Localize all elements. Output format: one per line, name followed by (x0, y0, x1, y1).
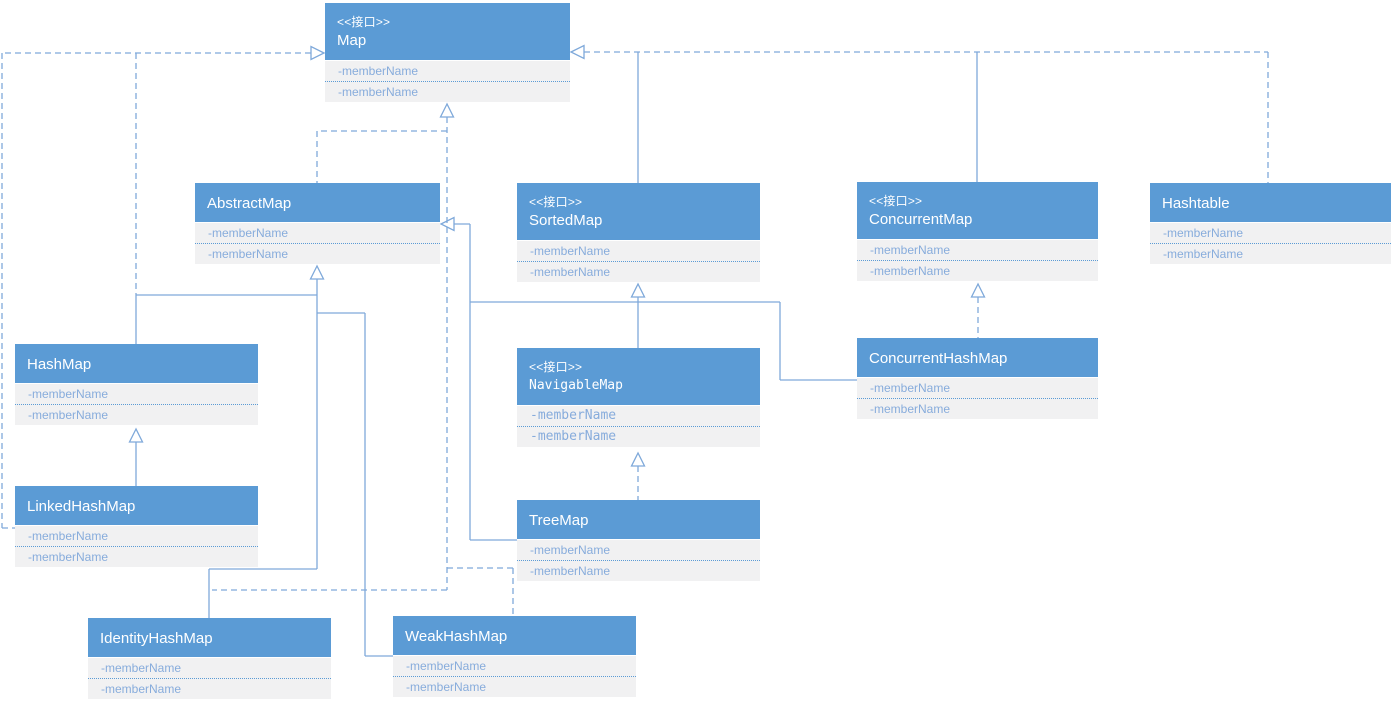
class-header: HashMap (15, 344, 258, 383)
member-row: -memberName (393, 656, 636, 677)
class-members: -memberName -memberName (15, 383, 258, 425)
member-row: -memberName (517, 406, 760, 427)
edge-hashmap-abstractmap (135, 294, 317, 344)
class-header: WeakHashMap (393, 616, 636, 655)
class-box-concurrentmap[interactable]: <<接口>> ConcurrentMap -memberName -member… (857, 182, 1098, 281)
class-members: -memberName -memberName (15, 525, 258, 567)
stereotype-label: <<接口>> (337, 14, 391, 29)
member-row: -memberName (338, 85, 419, 99)
class-box-identityhashmap[interactable]: IdentityHashMap -memberName -memberName (88, 618, 331, 699)
class-name: ConcurrentMap (869, 210, 973, 228)
class-members: -memberName -memberName (857, 377, 1098, 419)
class-header: IdentityHashMap (88, 618, 331, 657)
class-box-abstractmap[interactable]: AbstractMap -memberName -memberName (195, 183, 440, 264)
class-members: -memberName -memberName (88, 657, 331, 699)
class-header: <<接口>> SortedMap (517, 183, 760, 240)
member-row: -memberName (406, 680, 487, 694)
member-row: -memberName (530, 564, 611, 578)
member-row: -memberName (1163, 247, 1244, 261)
class-header: <<接口>> NavigableMap (517, 348, 760, 405)
edge-treemap-navigablemap (630, 451, 646, 500)
edge-linkedhashmap-hashmap (128, 427, 144, 486)
class-name: Map (337, 31, 367, 49)
class-name: IdentityHashMap (100, 629, 213, 647)
edge-linkedhashmap-map (1, 45, 326, 529)
member-row: -memberName (15, 526, 258, 547)
class-name: HashMap (27, 355, 92, 373)
edge-concurrenthashmap-concurrentmap (970, 282, 986, 338)
class-box-map[interactable]: <<接口>> Map -memberName -memberName (325, 3, 570, 102)
class-members: -memberName -memberName (393, 655, 636, 697)
class-name: LinkedHashMap (27, 497, 136, 515)
member-row: -memberName (28, 550, 109, 564)
class-box-hashtable[interactable]: Hashtable -memberName -memberName (1150, 183, 1391, 264)
class-members: -memberName -memberName (195, 222, 440, 264)
class-members: -memberName -memberName (517, 539, 760, 581)
member-row: -memberName (530, 265, 611, 279)
class-name: TreeMap (529, 511, 589, 529)
edge-identityhashmap-abstractmap (208, 568, 317, 618)
class-header: LinkedHashMap (15, 486, 258, 525)
class-header: AbstractMap (195, 183, 440, 222)
class-name: AbstractMap (207, 194, 292, 212)
class-box-weakhashmap[interactable]: WeakHashMap -memberName -memberName (393, 616, 636, 697)
class-name: NavigableMap (529, 377, 623, 393)
member-row: -memberName (15, 384, 258, 405)
class-members: -memberName -memberName (1150, 222, 1391, 264)
class-box-treemap[interactable]: TreeMap -memberName -memberName (517, 500, 760, 581)
class-name: WeakHashMap (405, 627, 508, 645)
member-row: -memberName (88, 658, 331, 679)
class-name: ConcurrentHashMap (869, 349, 1008, 367)
class-members: -memberName -memberName (517, 240, 760, 282)
edge-abstractmap-right-trunk (439, 216, 471, 540)
class-name: Hashtable (1162, 194, 1230, 212)
edge-weakhashmap-abstractmap (317, 312, 393, 657)
member-row: -memberName (530, 429, 617, 444)
class-header: <<接口>> ConcurrentMap (857, 182, 1098, 239)
member-row: -memberName (857, 378, 1098, 399)
edge-abstractmap-map (316, 130, 447, 183)
class-members: -memberName -memberName (857, 239, 1098, 281)
member-row: -memberName (101, 682, 182, 696)
stereotype-label: <<接口>> (529, 359, 583, 374)
edge-weakhashmap-map (447, 567, 514, 616)
member-row: -memberName (857, 240, 1098, 261)
member-row: -memberName (28, 408, 109, 422)
edge-abstractmap-children-trunk (309, 264, 325, 569)
class-header: Hashtable (1150, 183, 1391, 222)
class-box-navigablemap[interactable]: <<接口>> NavigableMap -memberName -memberN… (517, 348, 760, 447)
member-row: -memberName (517, 241, 760, 262)
class-box-linkedhashmap[interactable]: LinkedHashMap -memberName -memberName (15, 486, 258, 567)
class-header: <<接口>> Map (325, 3, 570, 60)
stereotype-label: <<接口>> (529, 194, 583, 209)
edge-hashtable-map (569, 44, 1269, 183)
class-box-concurrenthashmap[interactable]: ConcurrentHashMap -memberName -memberNam… (857, 338, 1098, 419)
class-name: SortedMap (529, 211, 603, 229)
edge-map-bottom-trunk (439, 102, 455, 590)
member-row: -memberName (195, 223, 440, 244)
class-header: ConcurrentHashMap (857, 338, 1098, 377)
member-row: -memberName (870, 402, 951, 416)
edge-navigablemap-sortedmap (630, 282, 646, 348)
member-row: -memberName (325, 61, 570, 82)
member-row: -memberName (1150, 223, 1391, 244)
class-box-sortedmap[interactable]: <<接口>> SortedMap -memberName -memberName (517, 183, 760, 282)
class-members: -memberName -memberName (517, 405, 760, 447)
member-row: -memberName (870, 264, 951, 278)
member-row: -memberName (208, 247, 289, 261)
member-row: -memberName (517, 540, 760, 561)
stereotype-label: <<接口>> (869, 193, 923, 208)
class-box-hashmap[interactable]: HashMap -memberName -memberName (15, 344, 258, 425)
class-header: TreeMap (517, 500, 760, 539)
class-members: -memberName -memberName (325, 60, 570, 102)
